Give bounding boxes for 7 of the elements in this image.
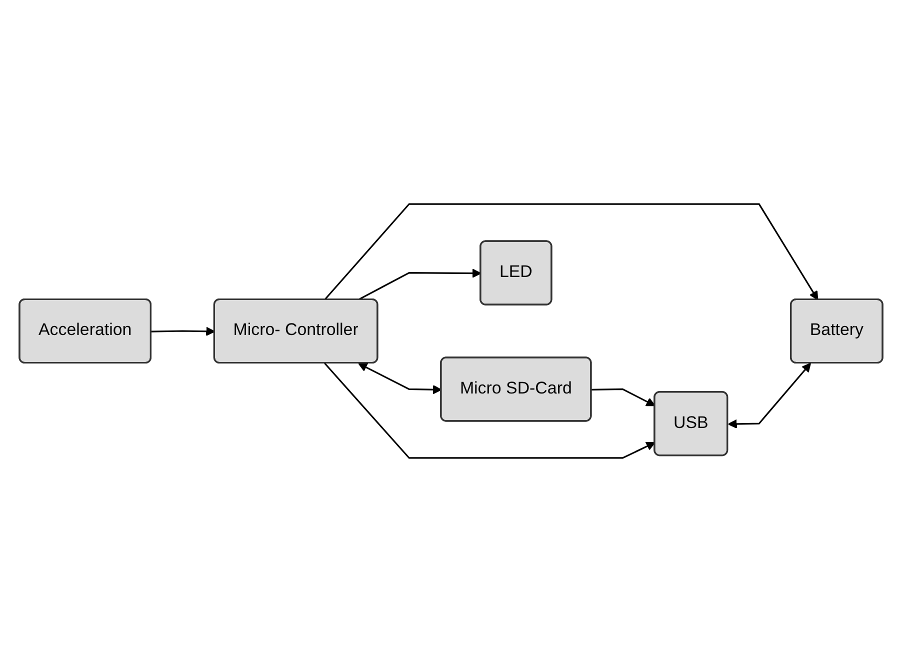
arrow [150,326,215,336]
arrow [324,362,655,459]
arrow [590,388,655,406]
arrow [727,362,811,429]
arrow [358,363,442,394]
arrow [324,203,818,300]
arrow [357,268,481,300]
